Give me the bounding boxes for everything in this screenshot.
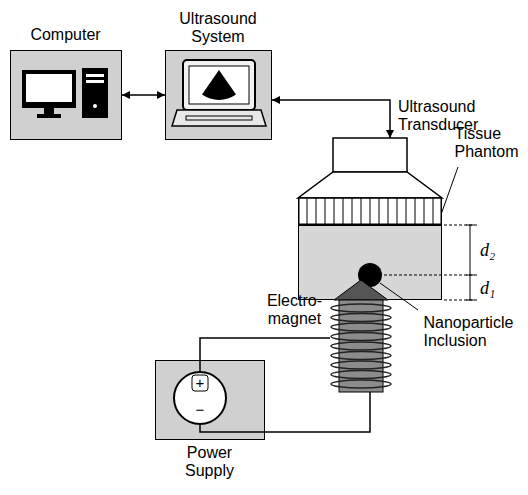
signal-arrow [272,100,390,138]
power-supply-fill [155,360,265,440]
coil-outline [330,280,392,392]
dimension-label: d₁ [480,278,495,298]
computer-icon-part [37,114,61,118]
battery-symbol-part [200,424,265,432]
ultrasound-system-fill [165,50,272,140]
node-label: Ultrasound System [179,10,256,46]
transducer-outline-part [343,198,344,224]
coil-outline-part [331,361,391,369]
ultrasound-system-icon-part [172,110,266,126]
transducer-outline-part [433,198,434,224]
dimension-lines-part [466,225,474,226]
coil-outline-part [331,323,391,331]
battery-symbol [174,360,265,432]
transducer-outline-part [299,198,442,224]
computer-icon-part [86,80,104,83]
computer-icon [22,68,108,118]
coil-outline-part [331,333,391,341]
node-label: Electro- magnet [267,292,322,328]
coil-outline-part [331,380,391,388]
transducer-outline-part [370,198,371,224]
node-label: Nanoparticle Inclusion [424,314,514,350]
dimension-lines [384,225,478,300]
computer-fill-part [10,50,122,140]
battery-symbol-part [199,360,201,372]
computer-icon-part [93,104,97,108]
coil-outline-part [331,371,391,379]
computer-icon-part [26,74,72,102]
dimension-lines-part [470,225,471,300]
computer-icon-part [82,68,108,118]
dimension-lines-part [384,275,478,276]
wire [200,338,330,360]
transducer-outline-part [388,198,389,224]
transducer-outline [298,138,442,225]
node-label: Tissue Phantom [455,125,519,161]
node-label: Computer [30,26,100,44]
transducer-outline-part [333,138,407,172]
wire [265,392,370,432]
ultrasound-system-box: Ultrasound System [165,50,272,140]
ultrasound-system-icon-part [183,60,255,110]
battery-symbol-part [192,375,208,391]
computer-box: Computer [10,50,122,140]
transducer-outline-part [379,198,380,224]
tissue-phantom-fill [298,225,442,300]
node-label: Power Supply [185,444,234,480]
transducer-outline-part [298,172,442,198]
terminal-sign: − [196,402,205,418]
ultrasound-system-icon-part [189,66,249,104]
ultrasound-transducer: Ultrasound Transducer [298,138,442,225]
electromagnet: Electro- magnet [330,280,392,392]
transducer-outline-part [334,198,335,224]
coil-outline-part [331,304,391,312]
terminal-sign: + [196,375,205,391]
coil-outline-part [331,352,391,360]
coil-outline-part [331,314,391,322]
transducer-outline-part [424,198,425,224]
transducer-outline-part [325,198,326,224]
dimension-lines-part [466,275,474,276]
power-supply-fill-part [155,360,265,440]
dimension-lines-part [444,225,478,226]
transducer-outline-part [406,198,407,224]
computer-icon-part [44,108,54,114]
ultrasound-system-icon-part [186,116,252,120]
transducer-outline-part [316,198,317,224]
transducer-outline-part [415,198,416,224]
ultrasound-system-icon-part [202,70,236,100]
transducer-outline-part [352,198,353,224]
computer-icon-part [86,74,104,77]
tissue-phantom-fill-part [298,225,442,300]
ultrasound-system-fill-part [165,50,272,140]
transducer-outline-part [397,198,398,224]
transducer-outline-part [307,198,308,224]
computer-icon-part [22,70,76,108]
signal-arrow [122,94,165,96]
transducer-outline-part [361,198,362,224]
computer-fill [10,50,122,140]
dimension-lines-part [466,300,474,301]
coil-outline-part [331,342,391,350]
dimension-lines-part [444,300,478,301]
ultrasound-system-icon [172,60,266,126]
dimension-label: d₂ [480,240,495,260]
coil-outline-part [334,280,388,300]
battery-symbol-part [174,372,226,424]
power-supply-box: Power Supply [155,360,265,440]
